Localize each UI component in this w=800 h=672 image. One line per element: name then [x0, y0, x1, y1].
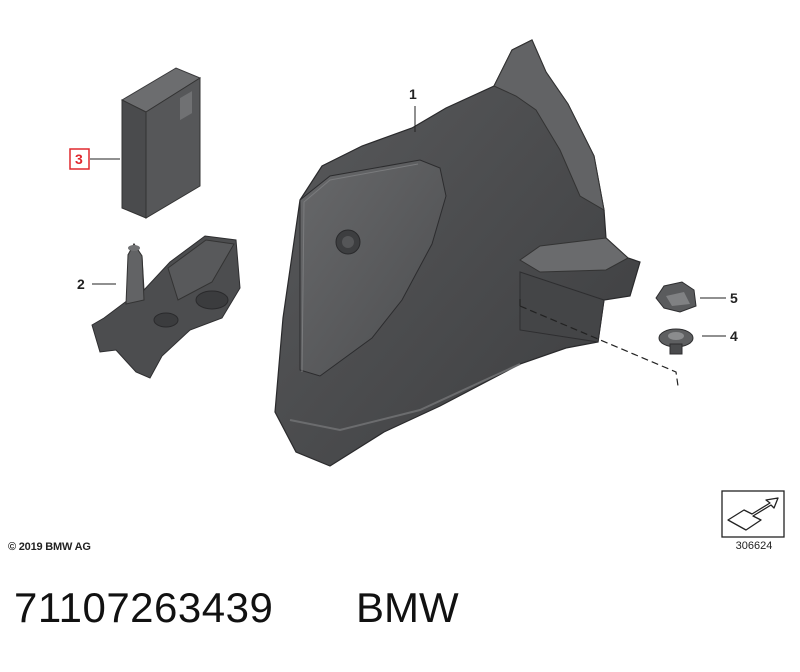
callout-1: 1 — [409, 86, 417, 102]
part-2-jack-holder — [91, 235, 241, 379]
callout-4: 4 — [730, 328, 738, 344]
parts-diagram: 1 2 3 4 5 — [69, 39, 785, 538]
part-5-clip — [655, 281, 697, 313]
part-4-rivet — [658, 328, 694, 355]
callout-2: 2 — [77, 276, 85, 292]
drawing-number: 306624 — [735, 540, 773, 552]
brand-name: BMW — [356, 584, 459, 631]
part-1-side-trim-panel — [274, 39, 641, 467]
part-3-module-box — [120, 67, 202, 219]
callout-3: 3 — [75, 151, 83, 167]
callout-5: 5 — [730, 290, 738, 306]
copyright-notice: © 2019 BMW AG — [8, 541, 91, 553]
arrow-symbol-icon — [721, 490, 785, 538]
part-number: 71107263439 — [14, 584, 274, 631]
highlight-box-callout-3 — [69, 148, 90, 170]
mounting-dash-line — [519, 296, 679, 387]
